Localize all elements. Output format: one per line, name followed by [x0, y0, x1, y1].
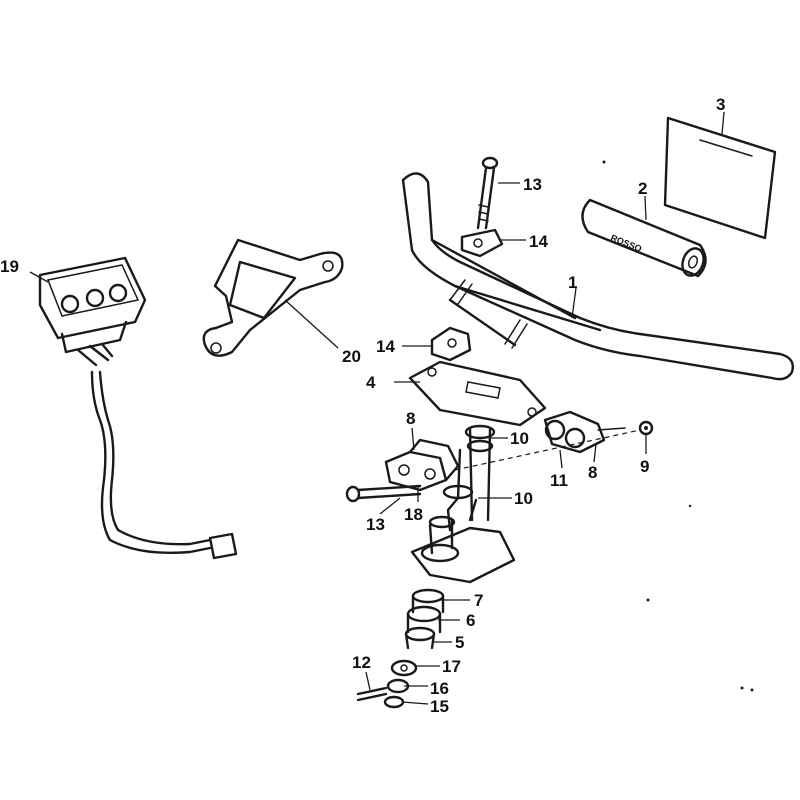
- top-plate-part: [408, 360, 547, 427]
- callout-18: 18: [404, 505, 423, 524]
- callout-labels: 1 2 3 4 5 6 7 8 8 9 10 10 11 12 13 13 14…: [0, 95, 725, 716]
- callout-14-upper: 14: [529, 232, 548, 251]
- handle-clamp-right-part: [543, 410, 626, 454]
- callout-14-lower: 14: [376, 337, 395, 356]
- callout-8-left: 8: [406, 409, 415, 428]
- callout-13-upper: 13: [523, 175, 542, 194]
- pad-brand-text: ROSSO: [609, 233, 643, 254]
- callout-17: 17: [442, 657, 461, 676]
- callout-19: 19: [0, 257, 19, 276]
- handlebar-part: [401, 172, 794, 381]
- steering-stem-part: [442, 424, 496, 532]
- assembly-axis: [454, 429, 641, 471]
- callout-5: 5: [455, 633, 464, 652]
- callout-10-lower: 10: [514, 489, 533, 508]
- callout-7: 7: [474, 591, 483, 610]
- clamp-upper-part: [460, 228, 504, 258]
- callout-9: 9: [640, 457, 649, 476]
- callout-20: 20: [342, 347, 361, 366]
- bolt-lower-part: [345, 484, 422, 503]
- callout-10-upper: 10: [510, 429, 529, 448]
- scan-specks: [602, 160, 754, 692]
- leader-lines: [29, 111, 725, 705]
- callout-3: 3: [716, 95, 725, 114]
- mounting-bracket-part: [202, 238, 344, 357]
- nut-part: [638, 420, 654, 436]
- clamp-lower-part: [430, 326, 472, 362]
- cotter-pin-part: [356, 686, 388, 702]
- lower-triple-clamp-part: [410, 515, 516, 584]
- callout-2: 2: [638, 179, 647, 198]
- switch-box-part: [38, 256, 238, 560]
- washer-stack-part: [383, 659, 418, 709]
- callout-6: 6: [466, 611, 475, 630]
- callout-15: 15: [430, 697, 449, 716]
- bolt-upper-part: [476, 156, 499, 230]
- callout-16: 16: [430, 679, 449, 698]
- callout-1: 1: [568, 273, 577, 292]
- nameplate-part: [663, 116, 777, 240]
- callout-4: 4: [366, 373, 376, 392]
- callout-11: 11: [550, 471, 568, 490]
- callout-8-right: 8: [588, 463, 597, 482]
- callout-13-lower: 13: [366, 515, 385, 534]
- bearing-stack-part: [404, 588, 445, 650]
- callout-12: 12: [352, 653, 371, 672]
- handle-clamp-left-part: [384, 438, 460, 492]
